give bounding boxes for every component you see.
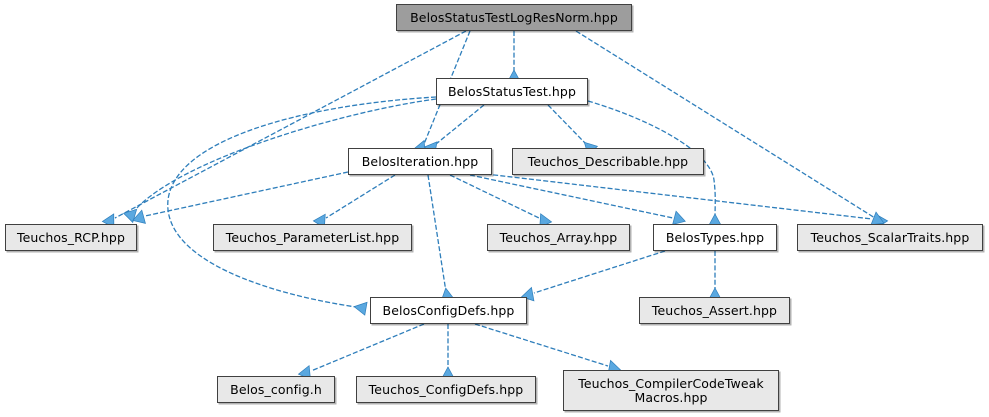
graph-node-label: Teuchos_ScalarTraits.hpp — [810, 229, 970, 245]
graph-node-label: Teuchos_CompilerCodeTweak Macros.hpp — [578, 375, 764, 405]
graph-node-label: Teuchos_ParameterList.hpp — [225, 229, 400, 245]
edge-iteration-to-array — [449, 174, 540, 219]
edge-iteration-to-configdefs — [427, 174, 447, 293]
graph-node-assert[interactable]: Teuchos_Assert.hpp — [639, 297, 790, 324]
graph-node-label: BelosTypes.hpp — [665, 229, 765, 245]
graph-node-describable[interactable]: Teuchos_Describable.hpp — [512, 148, 704, 175]
arrowhead-statustest-to-configdefs — [353, 301, 368, 316]
edge-types-to-configdefs — [533, 250, 666, 294]
graph-node-tconfigdefs[interactable]: Teuchos_ConfigDefs.hpp — [356, 376, 536, 403]
graph-node-iteration[interactable]: BelosIteration.hpp — [348, 148, 492, 175]
edge-statustest-to-configdefs — [167, 96, 437, 308]
graph-node-label: BelosStatusTestLogResNorm.hpp — [410, 9, 618, 25]
edge-statustest-to-iteration — [435, 104, 485, 145]
graph-node-root[interactable]: BelosStatusTestLogResNorm.hpp — [396, 4, 632, 31]
arrowhead-iteration-to-rcp — [132, 209, 146, 224]
edge-iteration-to-types — [469, 174, 674, 219]
edge-iteration-to-paramlist — [325, 174, 396, 219]
edge-statustest-to-describable — [547, 104, 587, 145]
graph-node-scalartraits[interactable]: Teuchos_ScalarTraits.hpp — [797, 224, 983, 251]
edge-iteration-to-scalartraits — [485, 173, 873, 220]
graph-node-label: BelosIteration.hpp — [361, 153, 479, 169]
edge-root-to-scalartraits — [575, 30, 876, 219]
graph-node-paramlist[interactable]: Teuchos_ParameterList.hpp — [213, 224, 412, 251]
edge-iteration-to-rcp — [144, 171, 349, 217]
graph-node-label: Teuchos_ConfigDefs.hpp — [368, 381, 524, 397]
graph-node-types[interactable]: BelosTypes.hpp — [653, 224, 777, 251]
graph-node-configdefs[interactable]: BelosConfigDefs.hpp — [370, 297, 527, 324]
arrowhead-statustest-to-rcp — [122, 208, 138, 224]
graph-node-array[interactable]: Teuchos_Array.hpp — [487, 224, 630, 251]
graph-node-tweakmacros[interactable]: Teuchos_CompilerCodeTweak Macros.hpp — [563, 370, 779, 411]
edge-configdefs-to-belosconfig — [310, 323, 425, 372]
graph-node-label: Teuchos_RCP.hpp — [17, 229, 125, 245]
graph-node-label: BelosConfigDefs.hpp — [382, 302, 515, 318]
graph-node-label: Teuchos_Array.hpp — [499, 229, 618, 245]
graph-node-label: Teuchos_Assert.hpp — [651, 302, 778, 318]
graph-node-label: Belos_config.h — [230, 381, 322, 397]
graph-node-belosconfig[interactable]: Belos_config.h — [217, 376, 335, 403]
graph-node-rcp[interactable]: Teuchos_RCP.hpp — [5, 224, 137, 251]
graph-node-label: BelosStatusTest.hpp — [447, 83, 576, 99]
edge-root-to-rcp — [114, 30, 467, 219]
graph-node-label: Teuchos_Describable.hpp — [527, 153, 689, 169]
edge-configdefs-to-tweakmacros — [474, 323, 609, 367]
arrowhead-iteration-to-types — [672, 210, 686, 225]
arrowhead-iteration-to-scalartraits — [870, 211, 885, 226]
graph-node-statustest[interactable]: BelosStatusTest.hpp — [436, 78, 588, 105]
